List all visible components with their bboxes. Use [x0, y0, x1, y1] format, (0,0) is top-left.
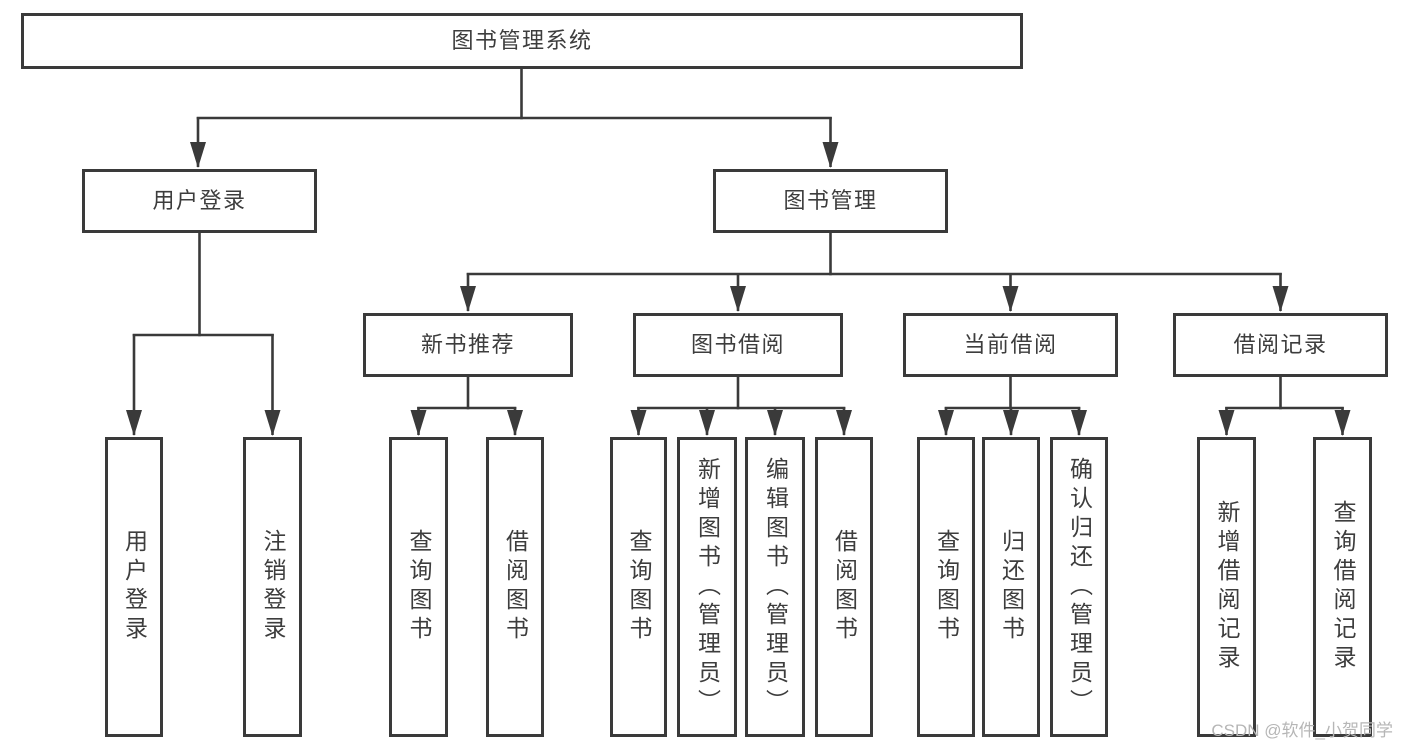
leaf-label: 确认归还（管理员） [1066, 456, 1093, 718]
connector-root-to-level2 [190, 67, 839, 168]
leaf-add-borrow-record: 新增借阅记录 [1197, 437, 1256, 737]
node-root-system: 图书管理系统 [21, 13, 1023, 69]
node-label: 用户登录 [152, 188, 247, 213]
connector-book-mgmt-to-level3 [460, 231, 1289, 312]
leaf-label: 查询图书 [933, 529, 960, 645]
leaf-label: 查询借阅记录 [1330, 500, 1356, 674]
leaf-edit-books-admin: 编辑图书（管理员） [745, 437, 805, 737]
connector-borrow-records-to-leaves [1218, 375, 1351, 436]
leaf-query-books-2: 查询图书 [610, 437, 667, 737]
leaf-query-books-1: 查询图书 [389, 437, 448, 737]
node-label: 图书借阅 [690, 332, 785, 357]
leaf-label: 借阅图书 [831, 529, 858, 645]
leaf-label: 新增图书（管理员） [694, 456, 721, 718]
leaf-label: 查询图书 [626, 529, 652, 645]
node-current-borrow-branch: 当前借阅 [903, 313, 1118, 377]
leaf-confirm-return-admin: 确认归还（管理员） [1050, 437, 1108, 737]
node-label: 借阅记录 [1233, 332, 1328, 357]
node-book-borrow-branch: 图书借阅 [633, 313, 843, 377]
leaf-return-books: 归还图书 [982, 437, 1040, 737]
leaf-label: 查询图书 [406, 529, 432, 645]
connector-book-borrow-to-leaves [630, 375, 852, 436]
leaf-borrow-books-1: 借阅图书 [486, 437, 544, 737]
node-user-login-branch: 用户登录 [82, 169, 317, 233]
leaf-label: 注销登录 [260, 529, 286, 645]
leaf-query-borrow-record: 查询借阅记录 [1313, 437, 1372, 737]
connector-user-login-to-leaves [126, 231, 281, 436]
connector-current-borrow-to-leaves [938, 375, 1087, 436]
csdn-watermark: CSDN @软件_小贺同学 [1211, 721, 1393, 740]
node-label: 新书推荐 [420, 332, 515, 357]
leaf-label: 用户登录 [121, 529, 148, 645]
leaf-label: 归还图书 [998, 529, 1025, 645]
leaf-logout: 注销登录 [243, 437, 302, 737]
node-root-label: 图书管理系统 [451, 28, 593, 53]
node-label: 当前借阅 [963, 332, 1058, 357]
node-borrow-records-branch: 借阅记录 [1173, 313, 1388, 377]
leaf-user-login: 用户登录 [105, 437, 163, 737]
node-new-books-branch: 新书推荐 [363, 313, 573, 377]
connector-new-books-to-leaves [410, 375, 523, 436]
node-label: 图书管理 [783, 188, 878, 213]
leaf-query-books-3: 查询图书 [917, 437, 975, 737]
leaf-borrow-books-2: 借阅图书 [815, 437, 873, 737]
leaf-label: 新增借阅记录 [1214, 500, 1240, 674]
leaf-label: 编辑图书（管理员） [762, 456, 789, 718]
leaf-label: 借阅图书 [502, 529, 529, 645]
node-book-mgmt-branch: 图书管理 [713, 169, 948, 233]
leaf-add-books-admin: 新增图书（管理员） [677, 437, 737, 737]
